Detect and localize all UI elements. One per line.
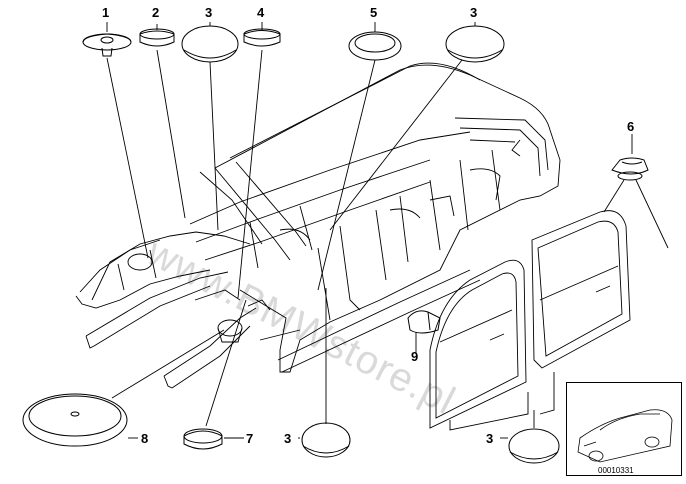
- callout-7: 7: [246, 431, 254, 446]
- plug-part-3-bottom: [301, 422, 351, 458]
- callout-3: 3: [205, 5, 213, 20]
- plug-part-5: [348, 31, 402, 61]
- plug-part-6: [611, 157, 649, 181]
- callout-2: 2: [152, 5, 160, 20]
- callout-1: 1: [102, 5, 110, 20]
- callout-8: 8: [141, 431, 149, 446]
- plug-part-1: [82, 33, 132, 57]
- callout-3-bottom: 3: [284, 431, 292, 446]
- plug-part-3-bottom-right: [508, 428, 560, 464]
- callout-4: 4: [257, 5, 265, 20]
- callout-6: 6: [627, 119, 635, 134]
- rear-door: [531, 210, 631, 369]
- callout-9: 9: [411, 349, 419, 364]
- callout-3-top-right: 3: [470, 5, 478, 20]
- plug-part-4: [243, 28, 281, 47]
- part-number-label: 00010331: [598, 466, 634, 475]
- inset-vehicle-thumbnail: [577, 409, 673, 463]
- plug-part-9: [407, 310, 441, 334]
- callout-5: 5: [370, 5, 378, 20]
- plug-part-3-top-right: [445, 25, 505, 63]
- plug-part-2: [139, 28, 175, 47]
- front-door: [429, 259, 527, 429]
- callout-3-bottom-right: 3: [486, 431, 494, 446]
- plug-part-3-top: [181, 25, 239, 63]
- plug-part-8: [22, 393, 128, 447]
- leader-lines: [106, 22, 669, 439]
- inset-frame: [566, 382, 682, 476]
- car-body-shell: [75, 62, 561, 389]
- plug-part-7: [183, 428, 223, 450]
